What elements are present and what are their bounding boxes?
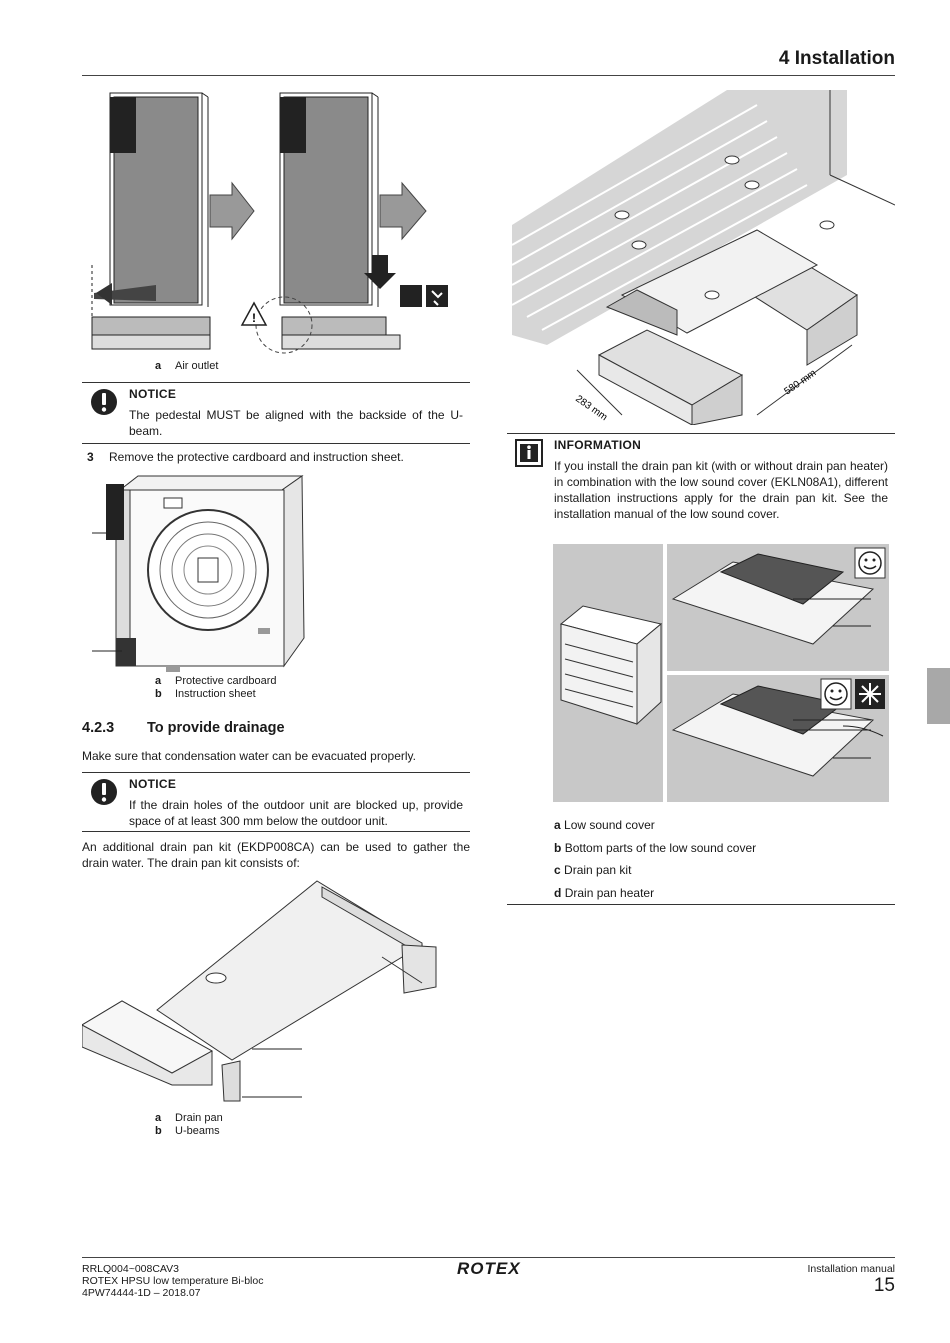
section-heading: 4.2.3 To provide drainage xyxy=(82,720,285,736)
paragraph: Make sure that condensation water can be… xyxy=(82,749,416,763)
figure-legend: a Air outlet xyxy=(155,360,218,373)
footer-left: RRLQ004~008CAV3 ROTEX HPSU low temperatu… xyxy=(82,1263,263,1299)
paragraph: An additional drain pan kit (EKDP008CA) … xyxy=(82,840,470,870)
warning-icon xyxy=(91,779,117,805)
figure-legend: a Drain pan b U-beams xyxy=(155,1112,223,1138)
legend-text: Air outlet xyxy=(175,360,219,372)
svg-text:!: ! xyxy=(252,311,256,325)
notice-text: If the drain holes of the outdoor unit a… xyxy=(129,798,463,828)
info-title: INFORMATION xyxy=(554,438,642,452)
low-sound-cover-figure xyxy=(553,544,889,802)
legend-text: Drain pan xyxy=(175,1112,223,1124)
legend-text: Instruction sheet xyxy=(175,688,256,700)
figure-legend: a Low sound cover b Bottom parts of the … xyxy=(554,814,756,904)
smiley-icon xyxy=(820,678,852,710)
dimension-label: 580 mm xyxy=(782,368,818,398)
page-title: 4 Installation xyxy=(778,48,895,69)
legend-text: Low sound cover xyxy=(564,818,655,832)
header-rule xyxy=(82,75,895,76)
legend-text: Drain pan kit xyxy=(564,863,632,877)
product-name: ROTEX HPSU low temperature Bi-bloc xyxy=(82,1275,264,1287)
legend-text: U-beams xyxy=(175,1125,220,1137)
notice-box: NOTICE If the drain holes of the outdoor… xyxy=(82,772,470,832)
info-icon xyxy=(515,439,543,467)
drain-pan-figure xyxy=(82,880,437,1102)
legend-key: d xyxy=(554,885,562,900)
legend-text: Protective cardboard xyxy=(175,675,277,687)
dimension-label: 283 mm xyxy=(573,393,609,423)
notice-title: NOTICE xyxy=(129,387,177,401)
notice-text: The pedestal MUST be aligned with the ba… xyxy=(129,408,463,438)
legend-key: a xyxy=(155,360,162,372)
figure-legend: a Protective cardboard b Instruction sheet xyxy=(155,675,277,701)
step-text: Remove the protective cardboard and inst… xyxy=(109,450,404,464)
legend-key: a xyxy=(155,675,162,687)
manual-type: Installation manual xyxy=(807,1263,895,1275)
footer-right: Installation manual 15 xyxy=(807,1263,895,1297)
pedestal-alignment-figure: ! xyxy=(91,92,448,354)
legend-key: b xyxy=(155,1125,162,1137)
legend-text: Bottom parts of the low sound cover xyxy=(564,840,757,855)
information-box: INFORMATION If you install the drain pan… xyxy=(507,433,895,905)
step-item: 3 Remove the protective cardboard and ins… xyxy=(87,449,470,465)
info-text: If you install the drain pan kit (with o… xyxy=(554,459,888,521)
legend-key: c xyxy=(554,863,561,877)
legend-key: a xyxy=(155,1112,162,1124)
snowflake-icon xyxy=(855,679,885,709)
legend-key: b xyxy=(554,840,562,855)
legend-text: Drain pan heater xyxy=(564,885,655,900)
chapter-tab xyxy=(927,668,950,724)
footer-rule xyxy=(82,1257,895,1258)
step-number: 3 xyxy=(87,450,94,464)
wall-mounting-figure: 283 mm 580 mm xyxy=(511,90,895,425)
warning-icon xyxy=(91,389,117,415)
legend-key: a xyxy=(554,818,561,832)
notice-title: NOTICE xyxy=(129,777,177,791)
document-code: 4PW74444-1D – 2018.07 xyxy=(82,1287,201,1299)
page-number: 15 xyxy=(873,1275,895,1296)
legend-key: b xyxy=(155,688,162,700)
outdoor-unit-figure xyxy=(92,475,305,672)
brand-logo: ROTEX xyxy=(457,1259,521,1278)
section-number: 4.2.3 xyxy=(82,720,115,736)
section-title: To provide drainage xyxy=(147,720,285,736)
smiley-icon xyxy=(854,547,886,579)
model-range: RRLQ004~008CAV3 xyxy=(82,1263,179,1275)
notice-box: NOTICE The pedestal MUST be aligned with… xyxy=(82,382,470,444)
